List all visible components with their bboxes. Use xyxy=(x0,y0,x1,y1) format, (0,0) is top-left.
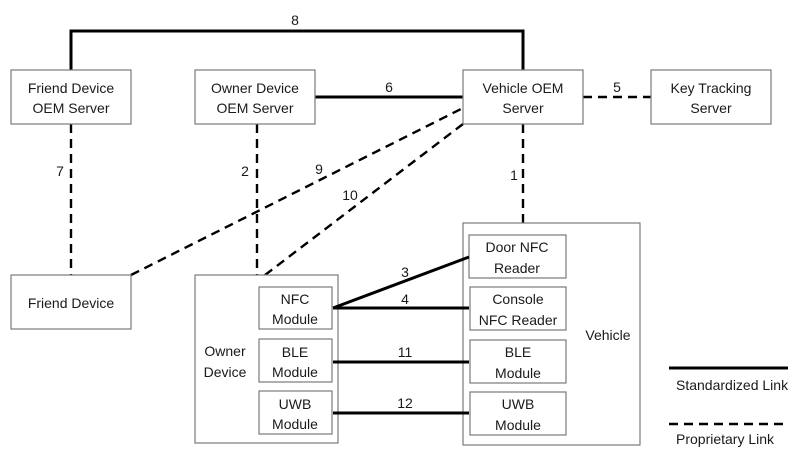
node-friend-device-oem-server: Friend Device OEM Server xyxy=(10,69,132,125)
node-label: BLE xyxy=(505,344,531,360)
node-vehicle-uwb-module: UWB Module xyxy=(469,391,567,436)
node-label: Server xyxy=(690,100,732,116)
node-label: Module xyxy=(495,417,541,433)
node-label: OEM Server xyxy=(216,100,293,116)
node-label: UWB xyxy=(502,396,535,412)
legend-proprietary-label: Proprietary Link xyxy=(676,431,775,447)
node-label: Owner Device xyxy=(211,80,299,96)
link-label-10: 10 xyxy=(342,187,358,203)
node-vehicle-ble-module: BLE Module xyxy=(469,339,567,384)
link-label-2: 2 xyxy=(241,163,249,179)
node-label: UWB xyxy=(279,396,312,412)
node-label: Module xyxy=(272,311,318,327)
link-label-9: 9 xyxy=(315,161,323,177)
node-label: Vehicle OEM xyxy=(483,80,564,96)
link-label-8: 8 xyxy=(291,12,299,28)
node-label: OEM Server xyxy=(32,100,109,116)
node-owner-nfc-module: NFC Module xyxy=(258,286,333,330)
node-owner-ble-module: BLE Module xyxy=(258,338,333,383)
link-3 xyxy=(332,255,470,310)
node-label: Module xyxy=(495,365,541,381)
link-label-3: 3 xyxy=(401,264,409,280)
link-label-1: 1 xyxy=(510,167,518,183)
node-label: Friend Device xyxy=(28,295,115,311)
node-vehicle: Vehicle Door NFC Reader Console NFC Read… xyxy=(462,222,641,446)
node-label: Key Tracking xyxy=(671,80,752,96)
node-key-tracking-server: Key Tracking Server xyxy=(650,69,772,125)
node-friend-device: Friend Device xyxy=(10,274,132,330)
node-owner-device: Owner Device NFC Module BLE Module UWB M… xyxy=(194,274,339,444)
link-label-5: 5 xyxy=(613,79,621,95)
node-label: Door NFC xyxy=(485,239,548,255)
node-label: Module xyxy=(272,416,318,432)
node-label: Server xyxy=(502,100,544,116)
node-door-nfc-reader: Door NFC Reader xyxy=(468,234,567,279)
legend-standardized-label: Standardized Link xyxy=(676,377,789,393)
link-label-6: 6 xyxy=(385,79,393,95)
node-label: BLE xyxy=(282,344,308,360)
link-label-11: 11 xyxy=(398,344,413,360)
node-label: NFC Reader xyxy=(479,312,558,328)
node-label: Reader xyxy=(494,260,540,276)
node-label: Module xyxy=(272,364,318,380)
link-label-12: 12 xyxy=(397,395,413,411)
node-owner-uwb-module: UWB Module xyxy=(258,390,333,435)
link-10 xyxy=(264,123,464,276)
node-owner-device-oem-server: Owner Device OEM Server xyxy=(194,69,316,125)
node-vehicle-oem-server: Vehicle OEM Server xyxy=(462,69,584,125)
link-label-7: 7 xyxy=(56,163,64,179)
node-console-nfc-reader: Console NFC Reader xyxy=(469,286,567,331)
link-9 xyxy=(130,106,464,277)
node-label: Vehicle xyxy=(585,327,630,343)
node-label: Friend Device xyxy=(28,80,115,96)
legend: Standardized Link Proprietary Link xyxy=(669,366,789,447)
node-label: Device xyxy=(204,364,247,380)
node-label: Console xyxy=(492,291,544,307)
node-label: NFC xyxy=(281,291,310,307)
link-label-4: 4 xyxy=(401,291,409,307)
link-8 xyxy=(69,29,525,70)
node-label: Owner xyxy=(204,343,246,359)
